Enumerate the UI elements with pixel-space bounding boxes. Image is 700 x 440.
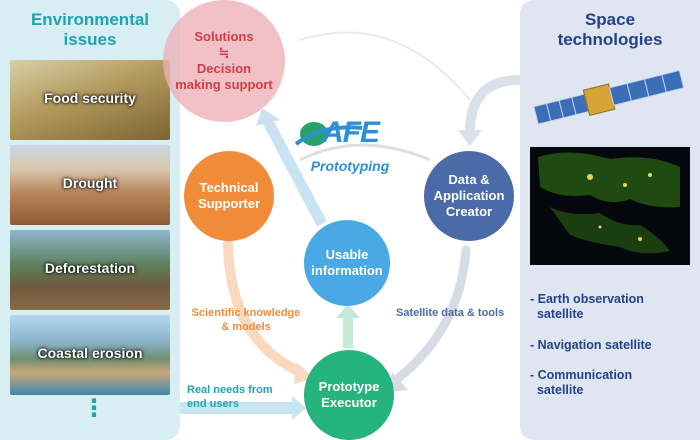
globe-swoosh-icon — [294, 122, 363, 146]
usable-information-node: Usable information — [304, 220, 390, 306]
scientific-knowledge-label: Scientific knowledge & models — [191, 307, 301, 333]
space-technologies-title: Space technologies — [557, 10, 663, 49]
deforestation-photo: Deforestation — [10, 230, 170, 310]
satellite-icon — [533, 69, 685, 125]
coastal-erosion-photo: Coastal erosion — [10, 315, 170, 395]
coastal-erosion-label: Coastal erosion — [37, 345, 143, 361]
solutions-node: Solutions ≒ Decision making support — [163, 0, 285, 122]
afe-logo-mark: AFE — [322, 116, 380, 149]
environmental-issues-title: Environmental issues — [30, 10, 150, 49]
satellite-data-label: Satellite data & tools — [396, 307, 505, 319]
prototype-executor-node: Prototype Executor — [304, 350, 394, 440]
afe-logo — [292, 114, 402, 176]
data-application-creator-node: Data & Application Creator — [424, 151, 514, 241]
food-security-photo: Food security — [10, 60, 170, 140]
satellite-image — [530, 58, 690, 138]
real-needs-label: Real needs from end users — [187, 384, 273, 410]
technical-supporter-node: Technical Supporter — [184, 151, 274, 241]
deforestation-label: Deforestation — [44, 260, 136, 276]
drought-photo: Drought — [10, 145, 170, 225]
earth-observation-item: - Earth observation satellite — [530, 292, 644, 321]
food-security-label: Food security — [44, 90, 136, 106]
more-dots-icon: ⋮ — [82, 395, 106, 422]
navigation-item: - Navigation satellite — [530, 338, 652, 352]
communication-item: - Communication satellite — [530, 368, 633, 397]
drought-label: Drought — [62, 175, 118, 191]
prototyping-label: Prototyping — [310, 158, 390, 174]
earth-night-map-image — [530, 147, 690, 265]
